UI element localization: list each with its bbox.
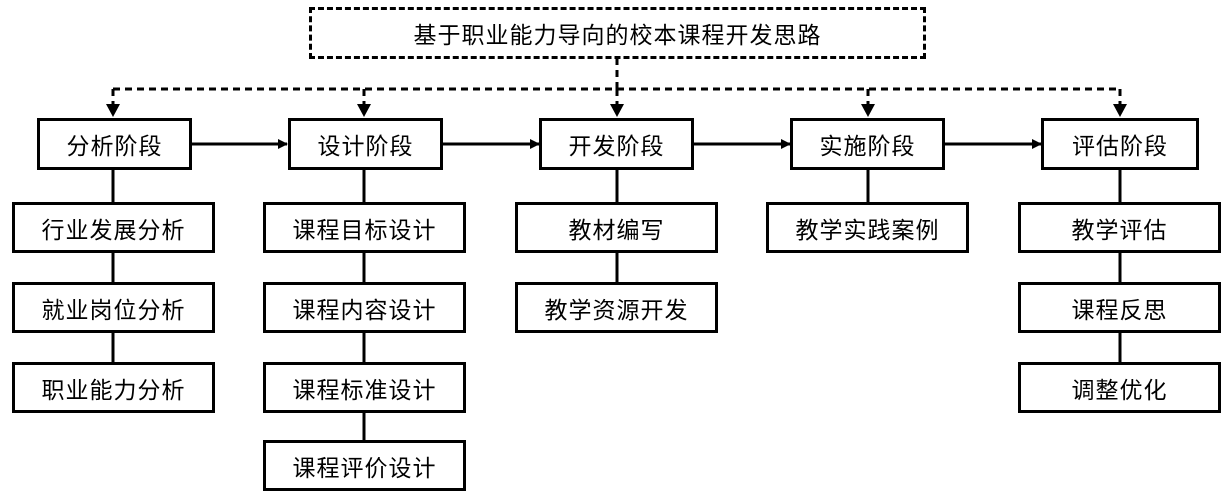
item-box: 课程目标设计 — [263, 202, 466, 253]
item-box: 课程反思 — [1018, 282, 1221, 333]
item-label: 课程反思 — [1071, 297, 1168, 324]
arrowhead-stage-4 — [861, 104, 875, 117]
item-label: 教学资源开发 — [544, 297, 689, 324]
item-box: 教学资源开发 — [515, 282, 718, 333]
stage-box-development: 开发阶段 — [539, 118, 694, 170]
item-label: 行业发展分析 — [41, 217, 186, 244]
item-box: 课程标准设计 — [263, 362, 466, 413]
item-label: 课程目标设计 — [292, 217, 437, 244]
item-box: 职业能力分析 — [12, 362, 215, 413]
item-box: 教学实践案例 — [766, 202, 969, 253]
item-label: 调整优化 — [1071, 377, 1168, 404]
diagram-title: 基于职业能力导向的校本课程开发思路 — [413, 23, 822, 49]
item-connectors — [111, 170, 1122, 440]
item-label: 职业能力分析 — [41, 377, 186, 404]
item-box: 调整优化 — [1018, 362, 1221, 413]
arrowhead-stage-2 — [357, 104, 371, 117]
item-box: 教材编写 — [515, 202, 718, 253]
stage-label: 设计阶段 — [317, 134, 414, 160]
item-label: 教学实践案例 — [795, 217, 940, 244]
stage-box-design: 设计阶段 — [288, 118, 443, 170]
stage-label: 分析阶段 — [66, 134, 163, 160]
title-arrowheads — [106, 104, 1127, 117]
arrowhead-stage-3 — [610, 104, 624, 117]
stage-box-analysis: 分析阶段 — [37, 118, 192, 170]
item-box: 教学评估 — [1018, 202, 1221, 253]
stage-label: 开发阶段 — [568, 134, 665, 160]
item-label: 课程评价设计 — [292, 455, 437, 482]
item-label: 课程标准设计 — [292, 377, 437, 404]
arrowhead-stage-1 — [106, 104, 120, 117]
stage-label: 评估阶段 — [1072, 134, 1168, 160]
item-box: 课程内容设计 — [263, 282, 466, 333]
item-label: 课程内容设计 — [292, 297, 437, 324]
stage-label: 实施阶段 — [819, 134, 916, 160]
item-label: 教材编写 — [568, 217, 665, 244]
arrowhead-stage-5 — [1113, 104, 1127, 117]
title-to-stage-connectors — [111, 58, 1122, 106]
item-box: 就业岗位分析 — [12, 282, 215, 333]
stage-box-evaluation: 评估阶段 — [1041, 118, 1199, 170]
item-label: 教学评估 — [1071, 217, 1168, 244]
diagram-title-box: 基于职业能力导向的校本课程开发思路 — [309, 7, 926, 59]
item-box: 课程评价设计 — [263, 440, 466, 491]
item-label: 就业岗位分析 — [41, 297, 186, 324]
item-box: 行业发展分析 — [12, 202, 215, 253]
stage-box-implementation: 实施阶段 — [790, 118, 945, 170]
